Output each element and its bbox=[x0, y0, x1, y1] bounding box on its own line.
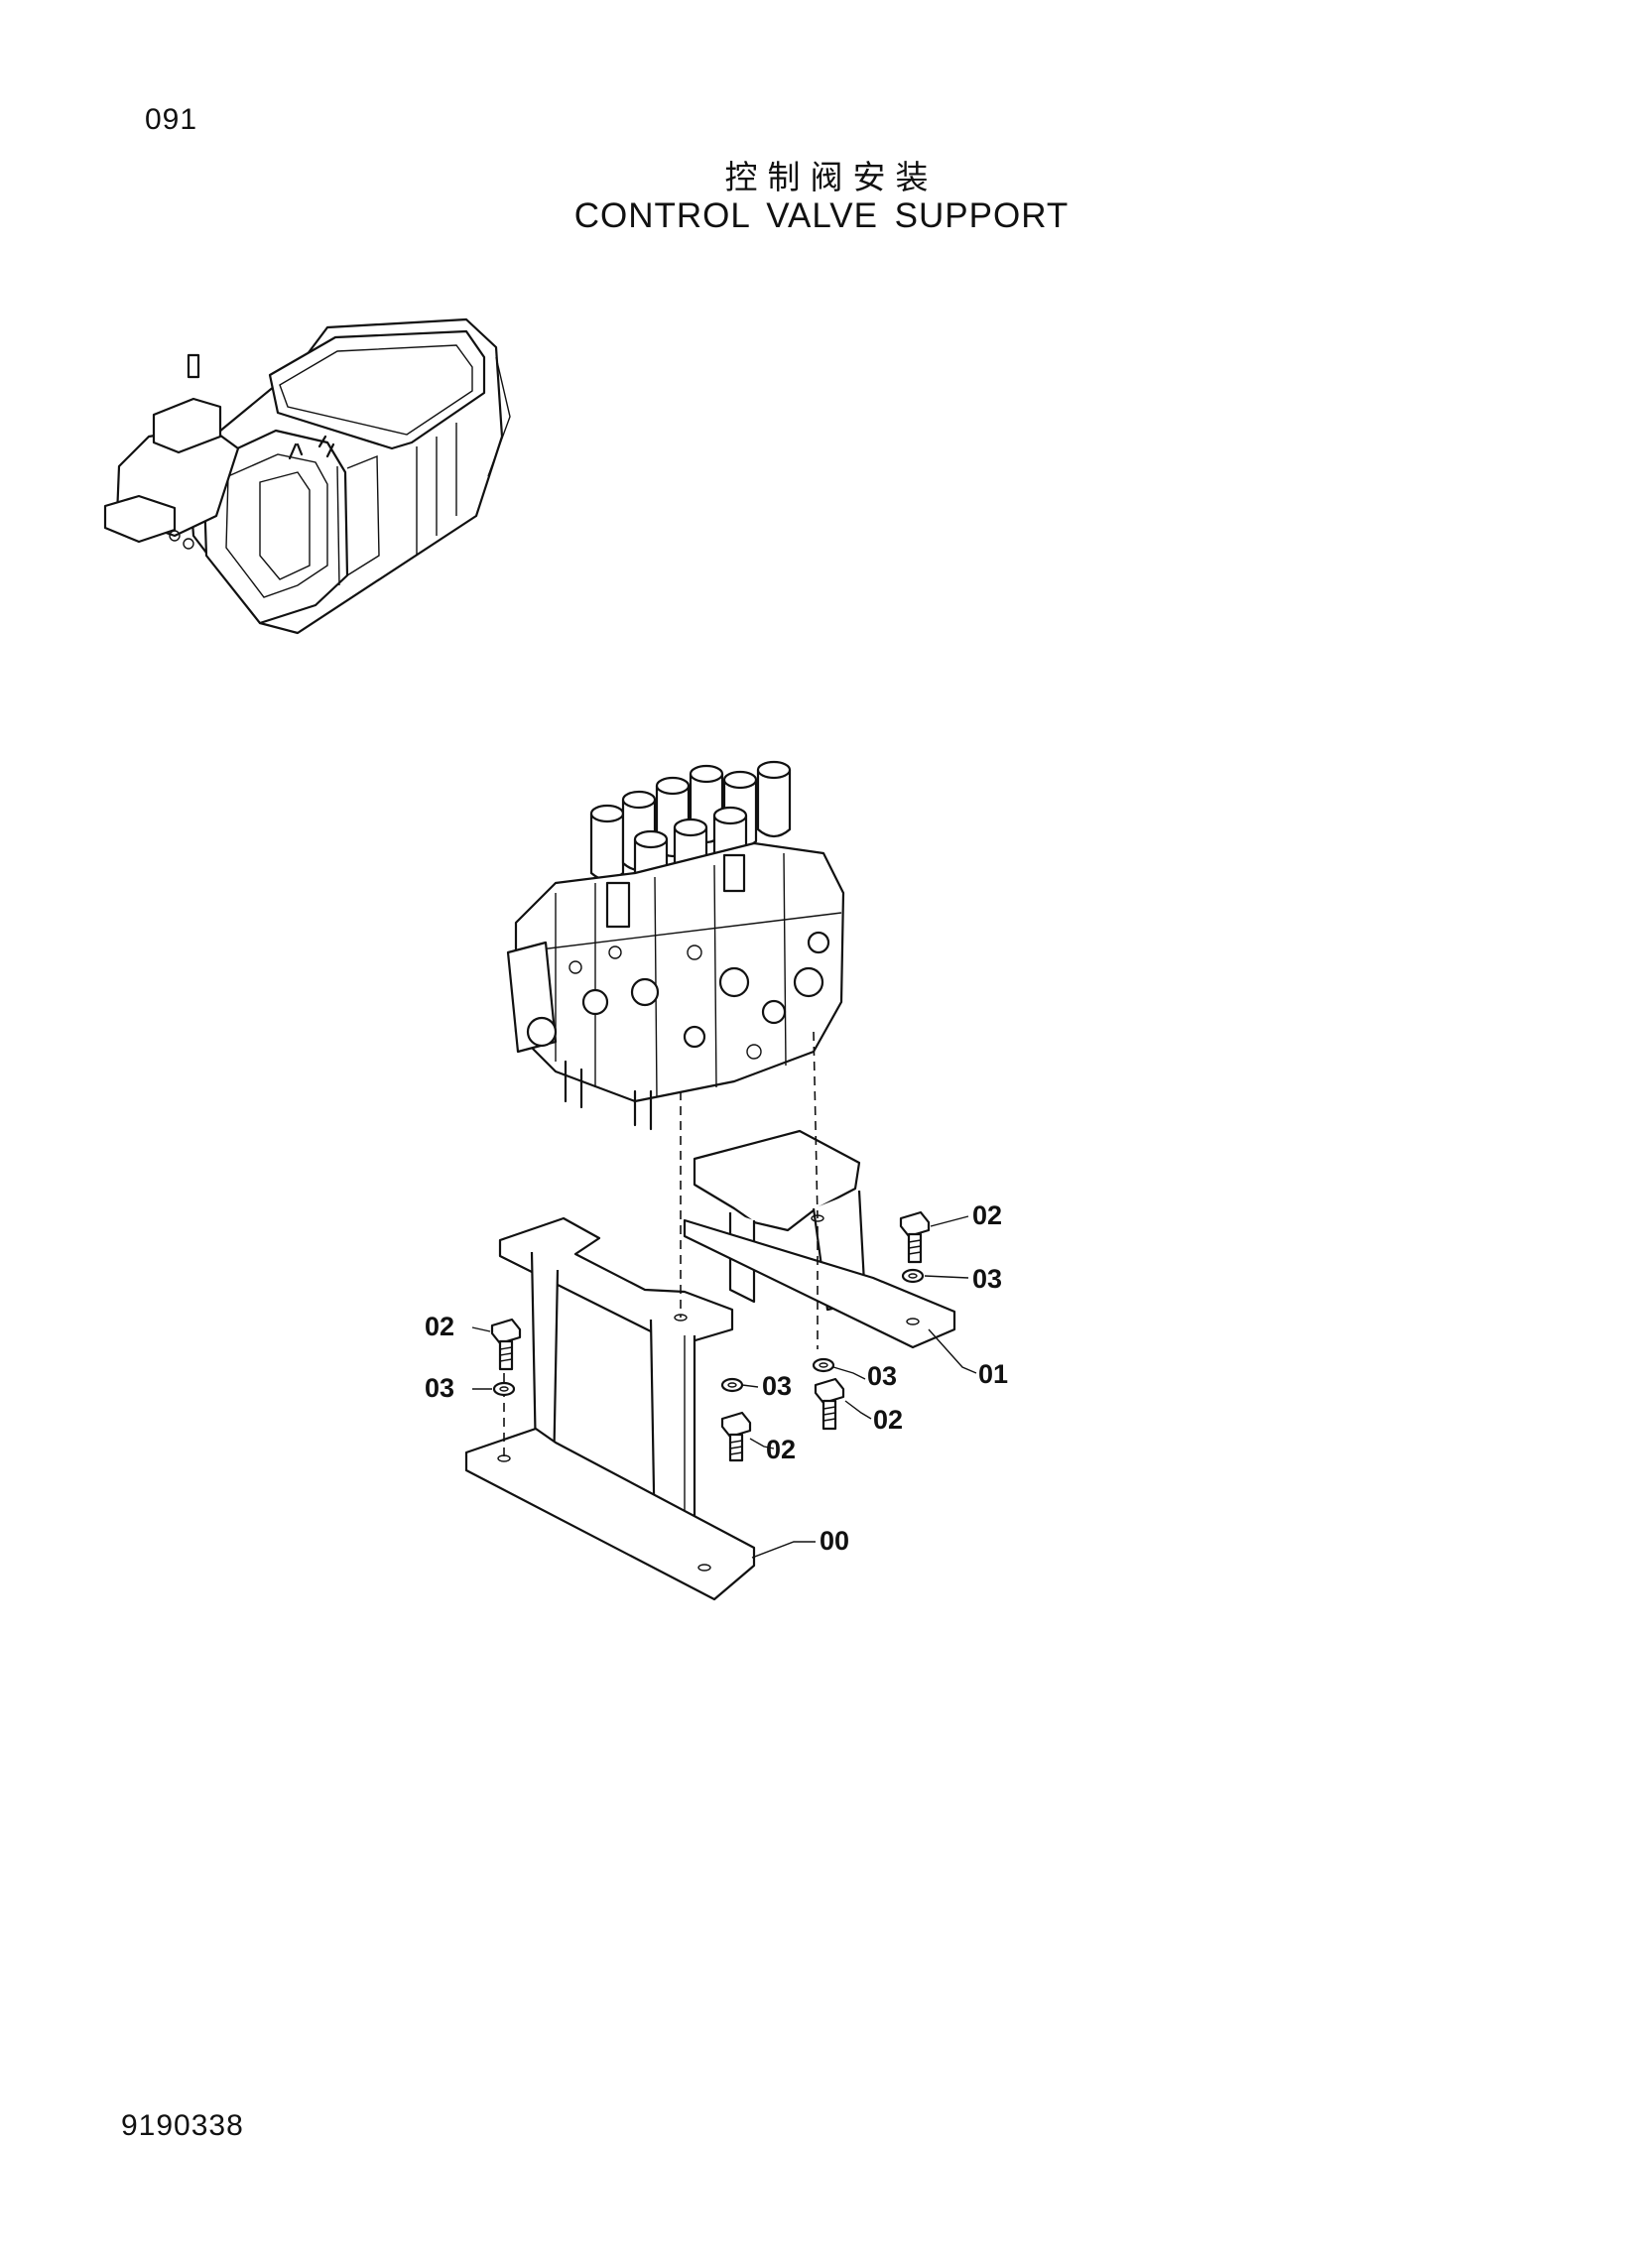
callout-01: 01 bbox=[978, 1359, 1008, 1389]
bracket-00 bbox=[464, 1216, 756, 1601]
bolt-icon bbox=[899, 1210, 931, 1264]
washer-icon bbox=[901, 1268, 925, 1284]
alignment-lines bbox=[503, 1031, 819, 1458]
callout-02: 02 bbox=[873, 1405, 903, 1435]
callout-03: 03 bbox=[425, 1373, 454, 1403]
excavator-locator-icon bbox=[103, 317, 511, 635]
bolt-icon bbox=[490, 1318, 522, 1371]
callout-02: 02 bbox=[972, 1200, 1002, 1230]
leader-lines bbox=[471, 1215, 977, 1559]
washer-icon bbox=[720, 1377, 744, 1393]
title-chinese: 控制阀安装 bbox=[724, 158, 939, 196]
bolt-icon bbox=[814, 1377, 845, 1431]
drawing-code: 9190338 bbox=[121, 2109, 244, 2142]
callout-03: 03 bbox=[867, 1361, 897, 1391]
title-english: CONTROL VALVE SUPPORT bbox=[573, 196, 1070, 235]
washer-icon bbox=[492, 1381, 516, 1397]
bolt-icon bbox=[720, 1411, 752, 1462]
page-number: 091 bbox=[145, 103, 198, 136]
callout-03: 03 bbox=[762, 1371, 792, 1401]
callout-labels: 02 03 01 03 02 03 02 02 03 00 bbox=[425, 1200, 1008, 1556]
washer-icon bbox=[812, 1357, 835, 1373]
fasteners bbox=[490, 1210, 931, 1462]
callout-00: 00 bbox=[820, 1526, 849, 1556]
control-valve bbox=[506, 760, 845, 1131]
callout-02: 02 bbox=[425, 1312, 454, 1341]
callout-02: 02 bbox=[766, 1435, 796, 1464]
callout-03: 03 bbox=[972, 1264, 1002, 1294]
bracket-01 bbox=[683, 1129, 956, 1349]
